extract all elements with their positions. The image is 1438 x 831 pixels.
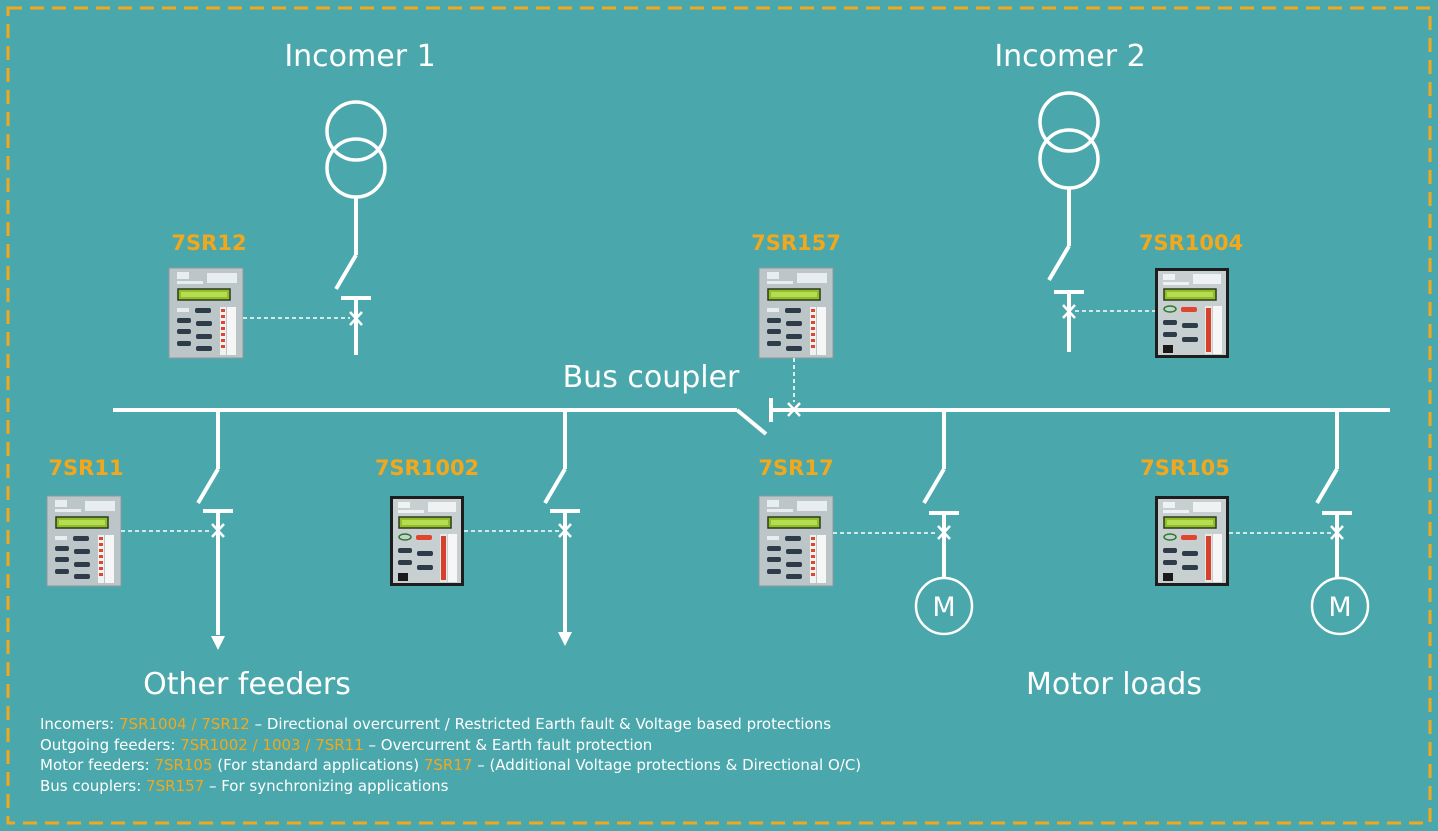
relay-device-7sr11 [46,495,122,587]
incomer-2-title: Incomer 2 [994,39,1145,74]
legend-outgoing-feeders: Outgoing feeders: 7SR1002 / 1003 / 7SR11… [40,735,653,754]
relay-device-7sr12 [168,267,244,359]
feeder-7sr11-line [196,410,233,635]
motor-loads-label: Motor loads [1026,667,1202,702]
incomer-2-breaker-cross [1062,304,1076,319]
motor-2-symbol: M [1328,592,1351,623]
bus-coupler-breaker-cross [787,402,801,417]
feeder-7sr1002-line [543,410,580,632]
relay-label-7sr11: 7SR11 [48,456,123,480]
relay-label-7sr1004: 7SR1004 [1139,231,1243,255]
incomer-1-feeder-line [334,197,371,355]
bus-coupler-switch [735,408,768,436]
motor-1-icon [914,576,974,636]
bus-coupler-label: Bus coupler [563,360,740,395]
motor-feeder-7sr105-breaker-cross [1330,525,1344,540]
incomer-1-breaker-cross [349,311,363,326]
incomer-2-transformer-icon [1038,91,1100,190]
relay-label-7sr1002: 7SR1002 [375,456,479,480]
incomer-1-transformer-icon [325,100,387,199]
legend: Incomers: 7SR1004 / 7SR12 – Directional … [40,714,861,796]
motor-feeder-7sr17-breaker-cross [937,525,951,540]
motor-1-symbol: M [932,592,955,623]
motor-feeder-7sr17-line [922,410,959,578]
relay-device-7sr1002 [389,495,465,587]
diagram-border [6,6,1432,825]
feeder-7sr11-breaker-cross [211,523,225,538]
relay-device-7sr105 [1154,495,1230,587]
feeder-7sr1002-arrow-icon [558,632,572,646]
legend-motor-feeders: Motor feeders: 7SR105 (For standard appl… [40,756,862,774]
relay-label-7sr157: 7SR157 [751,231,841,255]
feeder-7sr11-arrow-icon [211,636,225,650]
incomer-2-feeder-line [1047,188,1084,352]
relay-device-7sr17 [758,495,834,587]
motor-feeder-7sr105-line [1315,410,1352,578]
other-feeders-label: Other feeders [143,667,351,702]
relay-device-7sr157 [758,267,834,359]
motor-2-icon [1310,576,1370,636]
relay-device-7sr1004 [1154,267,1230,359]
relay-label-7sr105: 7SR105 [1140,456,1230,480]
feeder-7sr1002-breaker-cross [558,523,572,538]
relay-label-7sr17: 7SR17 [758,456,833,480]
legend-bus-couplers: Bus couplers: 7SR157 – For synchronizing… [40,776,449,795]
legend-incomers: Incomers: 7SR1004 / 7SR12 – Directional … [40,715,832,733]
relay-label-7sr12: 7SR12 [171,231,246,255]
incomer-1-title: Incomer 1 [284,39,435,74]
